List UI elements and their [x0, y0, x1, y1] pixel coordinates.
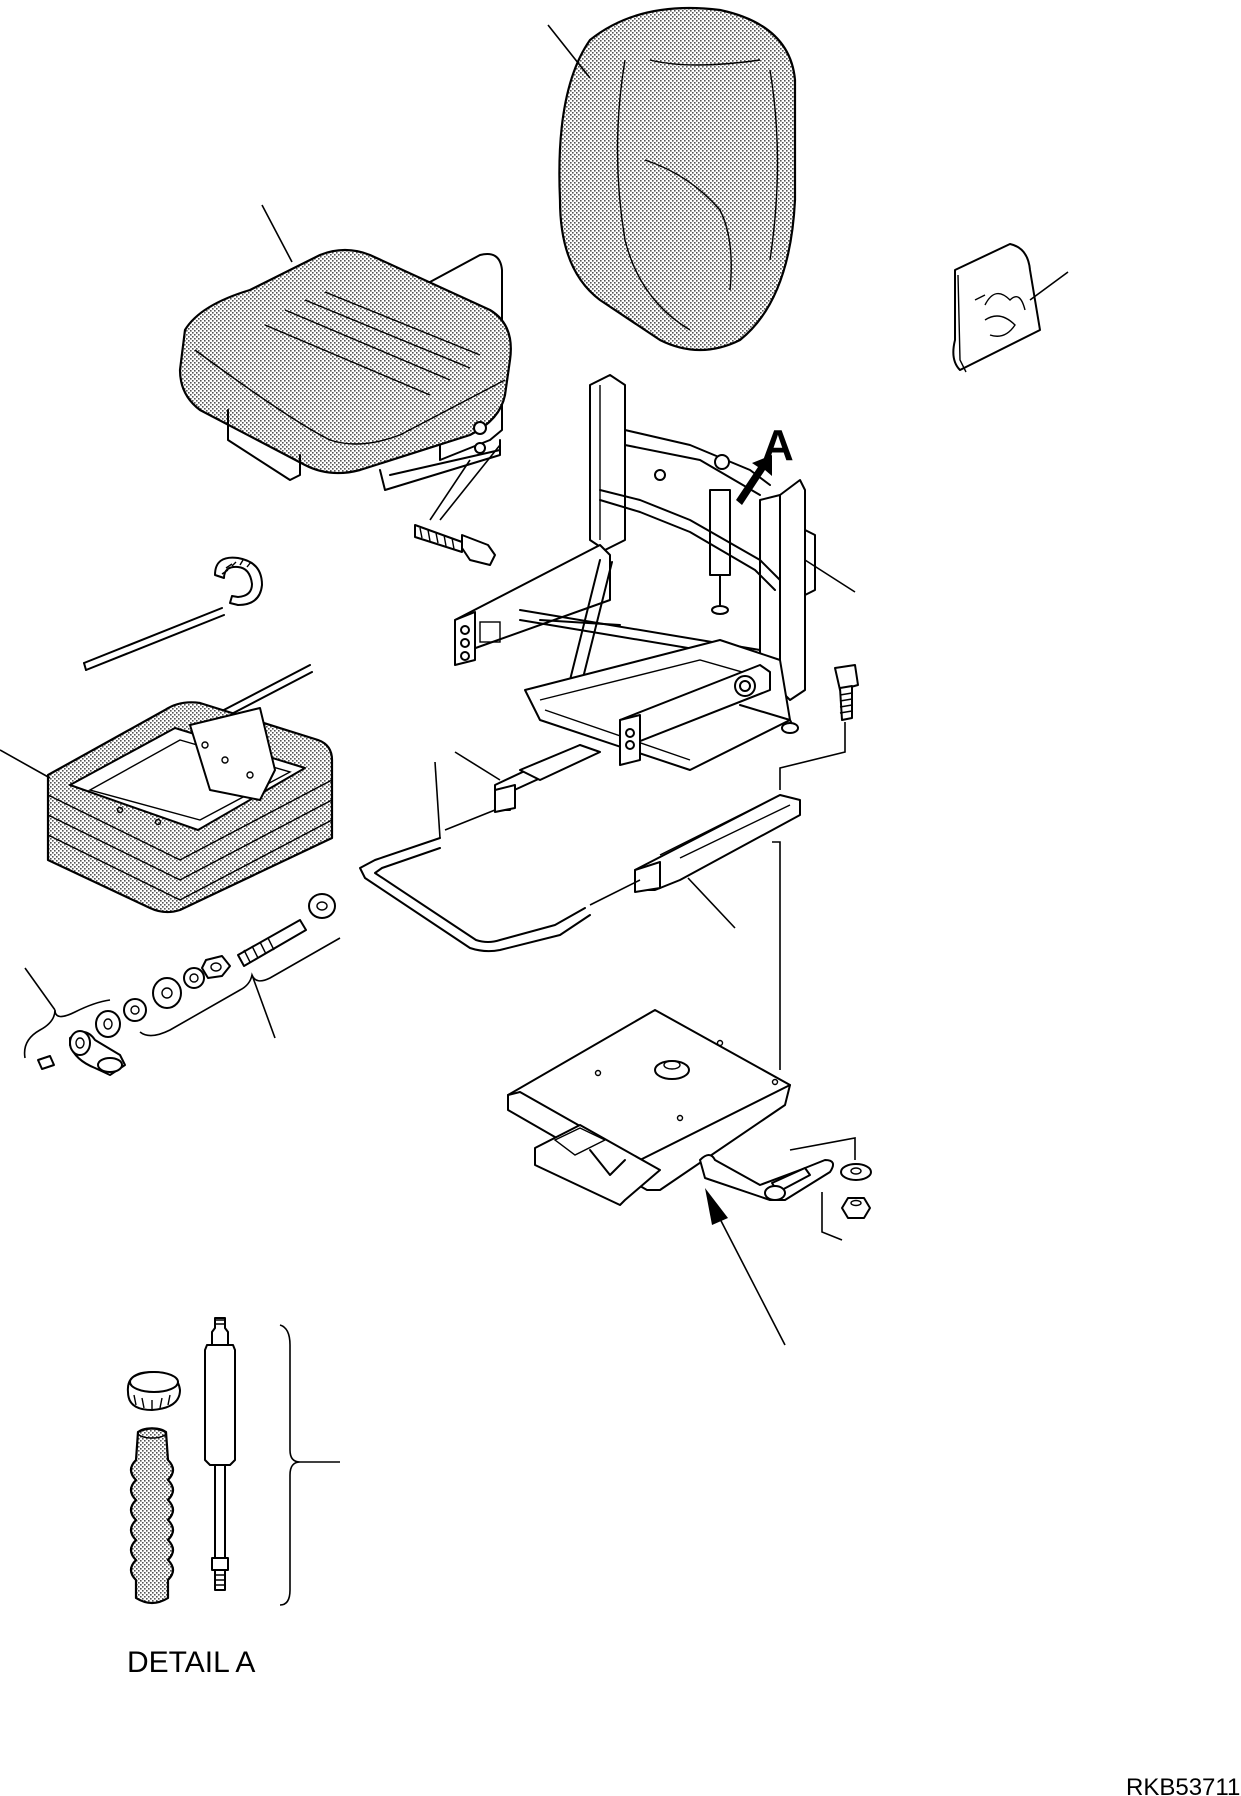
detail-a-caption: DETAIL A — [127, 1646, 255, 1679]
release-handle — [359, 837, 591, 953]
slide-bolt — [834, 664, 859, 721]
bellows-leader — [0, 749, 51, 779]
pouch-leader — [1029, 271, 1069, 301]
pin — [83, 607, 225, 671]
detail-a-bracket — [279, 1324, 301, 1606]
detail-a-letter: A — [762, 421, 794, 470]
cushion-bolt-leader — [439, 444, 501, 521]
rail-left-leader — [454, 751, 501, 781]
backrest-leader — [547, 24, 591, 79]
slide-rail-right — [634, 794, 801, 893]
rail-right-leader — [687, 877, 736, 929]
frame-leader — [804, 559, 856, 593]
seat-cushion — [178, 248, 512, 491]
washer-and-nut — [840, 1163, 872, 1219]
retaining-ring — [214, 556, 263, 606]
detail-a-parts — [126, 1317, 236, 1605]
swivel-base — [507, 1009, 835, 1206]
bolt — [414, 524, 496, 566]
release-handle-leader — [434, 761, 441, 839]
base-arrow — [705, 1188, 786, 1346]
backrest-cushion — [558, 6, 797, 352]
suspension-frame — [454, 374, 816, 771]
detail-a-callout: A — [736, 421, 794, 505]
drawing-number: RKB53711 — [1126, 1774, 1240, 1796]
slide-rail-left — [494, 744, 601, 813]
seat-cushion-leader — [261, 204, 293, 263]
document-pouch — [952, 243, 1041, 373]
spacer-bracket — [139, 937, 341, 1037]
bellows-cover — [46, 701, 334, 914]
adjust-knob-assembly — [37, 893, 336, 1076]
